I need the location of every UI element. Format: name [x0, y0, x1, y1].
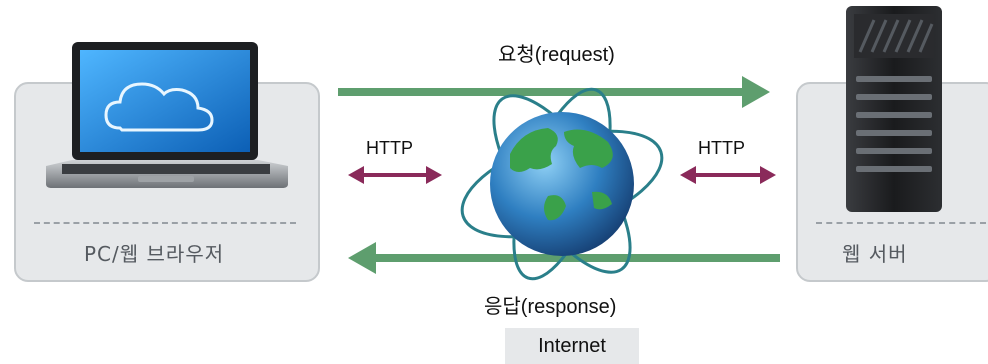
left-http-label: HTTP — [366, 138, 413, 158]
server-tower-icon — [846, 6, 942, 212]
laptop-cloud-icon — [46, 42, 288, 188]
globe-icon — [460, 87, 664, 281]
request-arrow — [338, 76, 770, 108]
client-label: PC/웹 브라우저 — [84, 242, 225, 266]
internet-label: Internet — [505, 328, 639, 364]
server-divider — [816, 222, 986, 224]
client-divider — [34, 222, 296, 224]
right-http-arrow — [680, 166, 776, 184]
response-arrow — [348, 242, 780, 274]
response-label: 응답(response) — [484, 296, 617, 318]
left-http-arrow — [348, 166, 442, 184]
request-label: 요청(request) — [498, 44, 615, 66]
server-label: 웹 서버 — [842, 242, 908, 266]
right-http-label: HTTP — [698, 138, 745, 158]
